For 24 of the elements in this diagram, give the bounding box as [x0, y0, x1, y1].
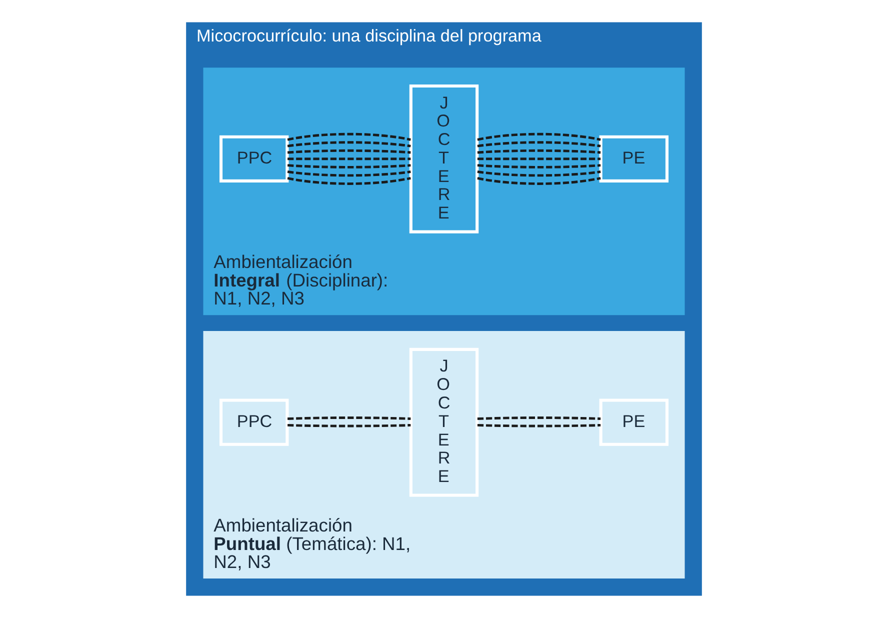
node-box: JOCTERE: [409, 348, 479, 497]
connector: [287, 164, 411, 168]
connector: [477, 424, 601, 428]
connector: [287, 170, 411, 177]
connector: [477, 416, 601, 420]
node-box: PPC: [219, 135, 289, 182]
connector: [477, 170, 601, 177]
connector: [288, 416, 411, 420]
connector: [287, 141, 411, 148]
connector: [287, 149, 411, 154]
connector: [287, 132, 411, 141]
node-box: PE: [599, 398, 669, 446]
node-box: PPC: [219, 398, 289, 446]
node-box: JOCTERE: [409, 84, 479, 234]
connector: [288, 424, 411, 428]
connector: [477, 149, 601, 154]
connector: [287, 176, 411, 185]
connector: [288, 158, 411, 160]
connector: [477, 132, 601, 141]
node-box: PE: [599, 135, 669, 182]
connector: [477, 164, 601, 168]
connector: [477, 176, 601, 185]
connector: [477, 141, 601, 148]
connector: [477, 158, 601, 160]
